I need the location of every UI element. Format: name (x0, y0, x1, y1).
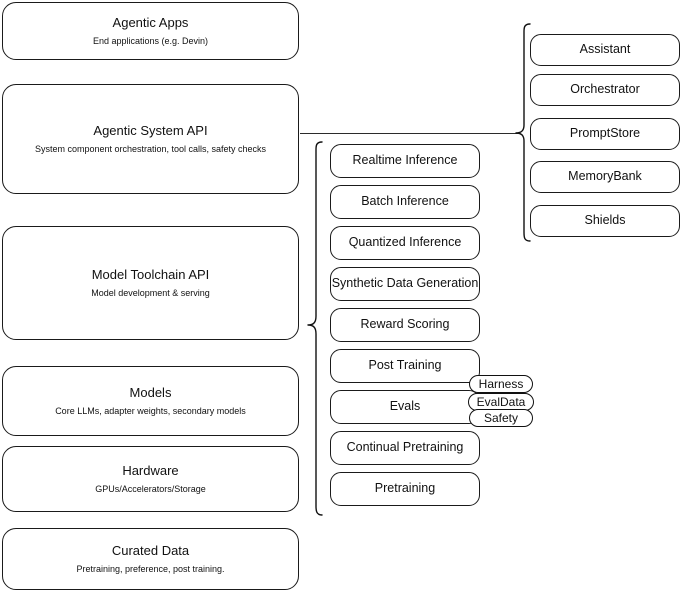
layer-subtitle: Core LLMs, adapter weights, secondary mo… (55, 405, 246, 416)
system-component-memorybank[interactable]: MemoryBank (530, 161, 680, 193)
toolchain-item-continual-pretraining[interactable]: Continual Pretraining (330, 431, 480, 465)
layer-box-models[interactable]: Models Core LLMs, adapter weights, secon… (2, 366, 299, 436)
layer-title: Hardware (122, 463, 179, 479)
eval-badge-label: EvalData (476, 395, 526, 409)
toolchain-item-batch-inference[interactable]: Batch Inference (330, 185, 480, 219)
toolchain-item-evals[interactable]: Evals (330, 390, 480, 424)
eval-badge-safety[interactable]: Safety (469, 409, 533, 427)
layer-box-agentic-apps[interactable]: Agentic Apps End applications (e.g. Devi… (2, 2, 299, 60)
layer-box-hardware[interactable]: Hardware GPUs/Accelerators/Storage (2, 446, 299, 512)
layer-box-model-toolchain-api[interactable]: Model Toolchain API Model development & … (2, 226, 299, 340)
system-component-label: PromptStore (569, 126, 641, 141)
brace-system-components (515, 23, 531, 242)
layer-box-agentic-system-api[interactable]: Agentic System API System component orch… (2, 84, 299, 194)
layer-subtitle: End applications (e.g. Devin) (92, 35, 209, 46)
layer-title: Agentic System API (93, 123, 208, 139)
toolchain-item-label: Reward Scoring (360, 317, 450, 332)
toolchain-item-post-training[interactable]: Post Training (330, 349, 480, 383)
toolchain-item-synthetic-data-generation[interactable]: Synthetic Data Generation (330, 267, 480, 301)
layer-subtitle: GPUs/Accelerators/Storage (95, 483, 206, 494)
system-component-assistant[interactable]: Assistant (530, 34, 680, 66)
layer-title: Agentic Apps (112, 15, 189, 31)
layer-box-curated-data[interactable]: Curated Data Pretraining, preference, po… (2, 528, 299, 590)
system-component-label: MemoryBank (568, 169, 642, 184)
eval-badge-harness[interactable]: Harness (469, 375, 533, 393)
brace-model-toolchain (307, 141, 323, 516)
toolchain-item-label: Realtime Inference (352, 153, 458, 168)
toolchain-item-pretraining[interactable]: Pretraining (330, 472, 480, 506)
system-component-shields[interactable]: Shields (530, 205, 680, 237)
layer-title: Model Toolchain API (91, 267, 210, 283)
system-component-label: Assistant (579, 42, 631, 57)
toolchain-item-label: Quantized Inference (348, 235, 462, 250)
toolchain-item-label: Post Training (368, 358, 442, 373)
layer-title: Curated Data (111, 543, 190, 559)
system-component-label: Orchestrator (570, 82, 640, 97)
eval-badge-label: Safety (483, 411, 519, 425)
toolchain-item-label: Continual Pretraining (346, 440, 464, 455)
system-component-orchestrator[interactable]: Orchestrator (530, 74, 680, 106)
connector-system-api-to-components (300, 133, 518, 134)
layer-subtitle: Pretraining, preference, post training. (76, 563, 225, 574)
toolchain-item-quantized-inference[interactable]: Quantized Inference (330, 226, 480, 260)
layer-subtitle: Model development & serving (91, 287, 210, 298)
toolchain-item-label: Batch Inference (361, 194, 449, 209)
system-component-promptstore[interactable]: PromptStore (530, 118, 680, 150)
layer-title: Models (129, 385, 172, 401)
system-component-label: Shields (584, 213, 626, 228)
toolchain-item-label: Synthetic Data Generation (331, 276, 479, 291)
toolchain-item-realtime-inference[interactable]: Realtime Inference (330, 144, 480, 178)
eval-badge-label: Harness (478, 377, 524, 391)
toolchain-item-label: Evals (389, 399, 421, 414)
layer-subtitle: System component orchestration, tool cal… (34, 143, 267, 154)
toolchain-item-label: Pretraining (374, 481, 436, 496)
toolchain-item-reward-scoring[interactable]: Reward Scoring (330, 308, 480, 342)
